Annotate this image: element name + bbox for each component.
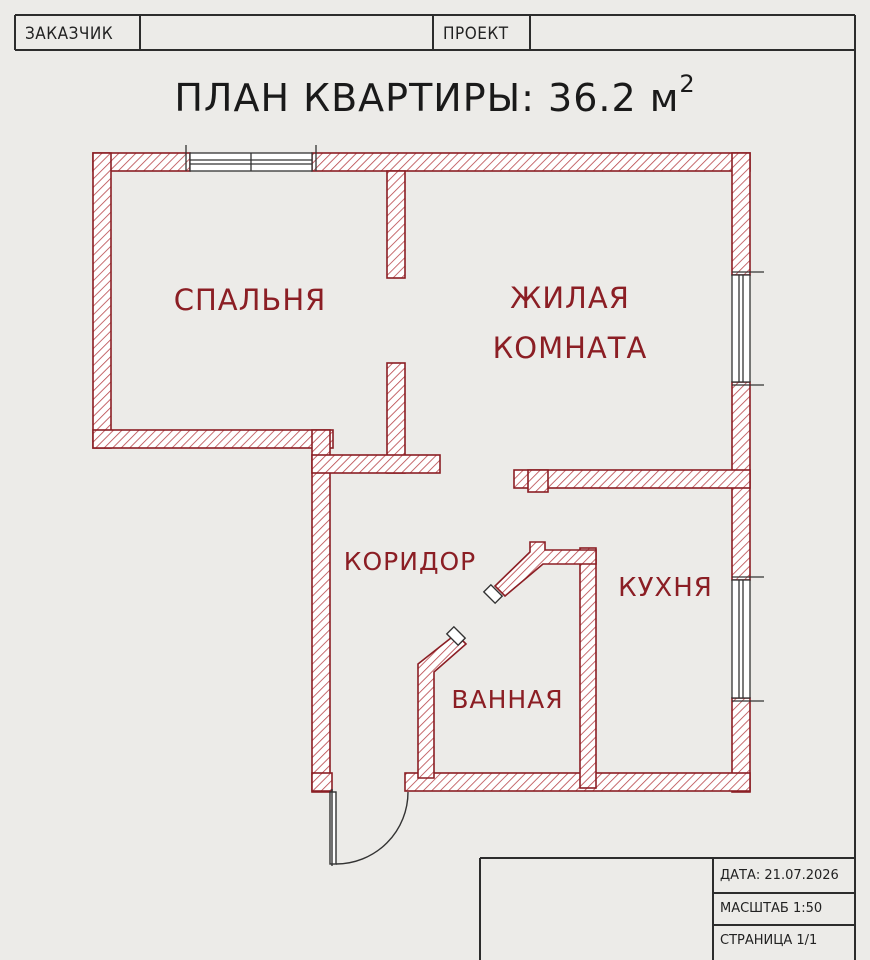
plan-title-text: ПЛАН КВАРТИРЫ: 36.2 м (174, 76, 680, 120)
room-label-living-line1: ЖИЛАЯ (510, 281, 630, 315)
room-label-bedroom: СПАЛЬНЯ (173, 283, 327, 317)
customer-label: ЗАКАЗЧИК (25, 24, 114, 44)
room-label-bathroom: ВАННАЯ (451, 685, 564, 714)
title-block-date: ДАТА: 21.07.2026 (720, 868, 839, 883)
plan-title-superscript: 2 (679, 70, 696, 98)
plan-title: ПЛАН КВАРТИРЫ: 36.2 м2 (0, 70, 870, 120)
room-label-kitchen: КУХНЯ (618, 573, 713, 603)
title-block-page: СТРАНИЦА 1/1 (720, 933, 818, 948)
entrance-door (329, 789, 409, 866)
room-label-living-line2: КОМНАТА (492, 331, 648, 365)
bathroom-door-jambs (445, 583, 504, 647)
title-block (479, 857, 855, 960)
windows (185, 145, 764, 702)
title-block-scale: МАСШТАБ 1:50 (720, 901, 823, 916)
project-label: ПРОЕКТ (443, 24, 509, 44)
room-label-corridor: КОРИДОР (343, 547, 477, 576)
drawing-frame (14, 14, 856, 960)
walls (92, 152, 751, 793)
